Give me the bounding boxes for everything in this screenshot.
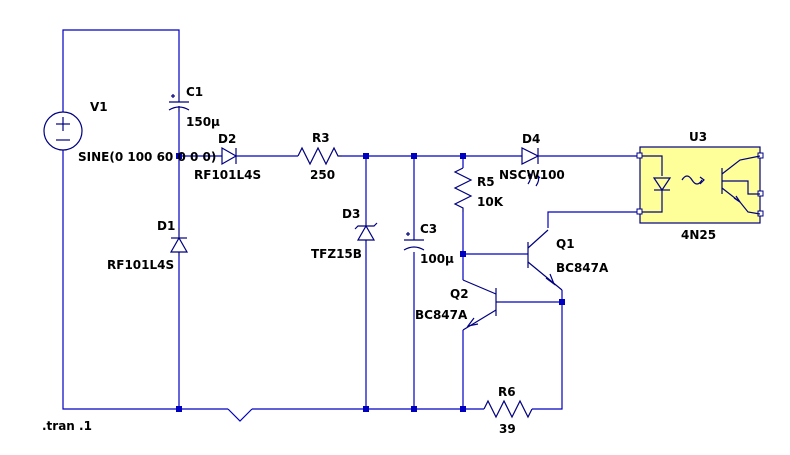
u3-optocoupler[interactable] <box>636 146 764 224</box>
d2-triangle <box>221 146 238 166</box>
u3-emitter-arrow <box>733 195 741 203</box>
q2-value-label: BC847A <box>415 308 468 322</box>
q1-emitter <box>527 261 563 291</box>
r3-value-label: 250 <box>310 168 335 182</box>
d2-diode[interactable] <box>221 146 238 166</box>
q2-emitter-arrow <box>466 317 479 327</box>
q1-emitter-arrow <box>545 273 556 286</box>
u3-led-wire <box>642 155 663 176</box>
u3-light-wave <box>681 175 703 185</box>
q2-name-label: Q2 <box>450 287 469 301</box>
v1-source[interactable] <box>43 111 83 151</box>
junction-dot <box>411 153 417 159</box>
d2-value-label: RF101L4S <box>194 168 261 182</box>
v1-name-label: V1 <box>90 100 108 114</box>
d1-value-label: RF101L4S <box>107 258 174 272</box>
d2-name-label: D2 <box>218 132 236 146</box>
junction-dot <box>559 299 565 305</box>
ground-marker <box>227 408 253 422</box>
junction-dot <box>176 406 182 412</box>
c3-value-label: 100µ <box>420 252 454 266</box>
d3-triangle <box>356 224 376 241</box>
junction-dot <box>460 153 466 159</box>
junction-dot <box>363 153 369 159</box>
c1-capacitor[interactable] <box>168 92 190 112</box>
d1-diode[interactable] <box>169 228 189 256</box>
c3-capacitor[interactable] <box>403 232 425 251</box>
q2-collector <box>462 279 497 295</box>
r3-name-label: R3 <box>312 131 330 145</box>
wire-q1-collector <box>547 211 640 228</box>
junction-dot <box>176 153 182 159</box>
v1-circle <box>43 111 83 151</box>
r6-resistor[interactable] <box>483 399 533 419</box>
d1-name-label: D1 <box>157 219 175 233</box>
r3-resistor[interactable] <box>297 146 342 166</box>
d3-value-label: TFZ15B <box>311 247 362 261</box>
c3-plate-bottom <box>403 246 425 251</box>
d4-value-label: NSCW100 <box>499 168 565 182</box>
r3-zigzag <box>297 146 342 166</box>
d4-arrowhead <box>535 175 541 179</box>
q1-name-label: Q1 <box>556 237 575 251</box>
r5-resistor[interactable] <box>453 167 473 212</box>
u3-pin <box>636 208 643 215</box>
junction-dot <box>460 406 466 412</box>
c3-name-label: C3 <box>420 222 437 236</box>
c1-value-label: 150µ <box>186 115 220 129</box>
u3-led-triangle <box>652 177 672 192</box>
wire-v1-top <box>62 29 180 112</box>
q1-collector <box>527 229 549 249</box>
u3-light-arrowhead <box>699 176 705 185</box>
q1-transistor[interactable] <box>527 229 563 291</box>
r6-name-label: R6 <box>498 385 516 399</box>
u3-pin <box>636 152 643 159</box>
r6-value-label: 39 <box>499 422 516 436</box>
d4-arrowhead <box>527 173 533 177</box>
d4-led[interactable] <box>521 147 541 187</box>
u3-name-label: U3 <box>689 130 707 144</box>
junctions <box>176 153 565 412</box>
d3-name-label: D3 <box>342 207 360 221</box>
d1-triangle <box>169 236 189 253</box>
v1-value-label: SINE(0 100 60 0 0 0) <box>78 150 216 164</box>
sim-command-label: .tran .1 <box>42 419 92 433</box>
wires <box>62 29 640 422</box>
d4-triangle <box>521 147 540 165</box>
u3-base-wire <box>742 180 760 195</box>
wire-v1-bottom <box>62 150 179 410</box>
wire-r6-right <box>532 302 563 410</box>
labels: V1 SINE(0 100 60 0 0 0) C1 150µ D2 RF101… <box>42 85 716 436</box>
u3-led-wire-bottom <box>642 190 663 213</box>
r5-value-label: 10K <box>477 195 504 209</box>
r5-zigzag <box>453 167 473 212</box>
q1-value-label: BC847A <box>556 261 609 275</box>
u3-transistor-emitter <box>721 187 761 215</box>
c1-name-label: C1 <box>186 85 203 99</box>
junction-dot <box>411 406 417 412</box>
u3-pin <box>757 152 764 159</box>
d3-zener[interactable] <box>354 222 378 242</box>
r5-name-label: R5 <box>477 175 495 189</box>
d4-name-label: D4 <box>522 132 540 146</box>
junction-dot <box>363 406 369 412</box>
junction-dot <box>460 251 466 257</box>
r6-zigzag <box>483 399 533 419</box>
u3-value-label: 4N25 <box>681 228 716 242</box>
u3-transistor-collector <box>721 155 761 175</box>
q2-transistor[interactable] <box>462 279 502 331</box>
q2-emitter <box>462 309 497 331</box>
